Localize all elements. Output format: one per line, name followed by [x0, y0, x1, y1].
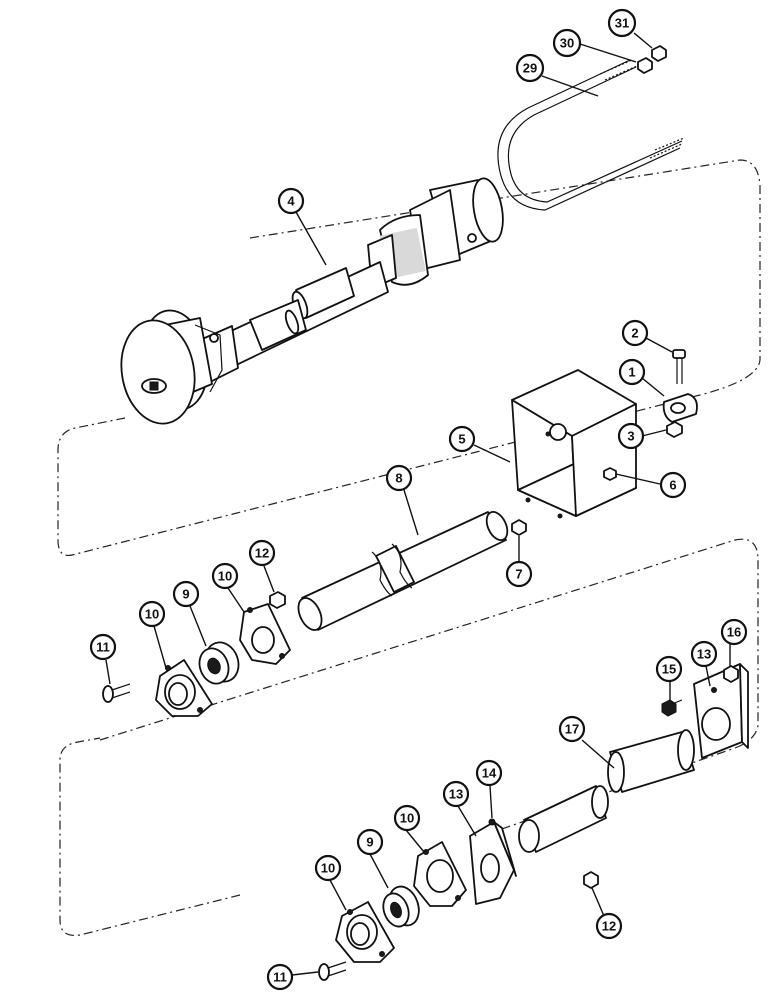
callout-3: 3: [617, 422, 645, 450]
svg-text:15: 15: [662, 662, 676, 677]
screw-15: [661, 699, 683, 717]
svg-text:16: 16: [727, 625, 741, 640]
callout-9-upper: 9: [172, 580, 200, 608]
callout-1: 1: [618, 358, 646, 386]
svg-text:2: 2: [631, 326, 638, 341]
callout-15: 15: [655, 655, 683, 683]
callout-10-lower-right: 10: [393, 804, 421, 832]
flange-10-upper-right: [239, 603, 291, 665]
callout-5: 5: [448, 425, 476, 453]
svg-text:7: 7: [515, 567, 522, 582]
callout-7: 7: [505, 560, 533, 588]
nut-16: [723, 665, 739, 683]
nut-12-upper: [269, 591, 286, 609]
callout-8: 8: [385, 464, 413, 492]
nut-31: [651, 45, 667, 62]
svg-text:9: 9: [366, 835, 373, 850]
callout-11-upper: 11: [89, 633, 117, 661]
svg-text:11: 11: [273, 970, 287, 985]
u-bolt: [497, 59, 685, 211]
callout-14: 14: [475, 759, 503, 787]
tube-17: [518, 729, 695, 853]
nut-30: [637, 57, 653, 74]
callout-10-upper-left: 10: [138, 600, 166, 628]
callout-4: 4: [277, 187, 305, 215]
callout-31: 31: [607, 8, 637, 38]
upper-group-outline: [57, 159, 761, 557]
callout-9-lower: 9: [356, 828, 384, 856]
bolt-2: [672, 349, 686, 384]
callout-2: 2: [621, 319, 649, 347]
callout-12-lower: 12: [595, 912, 623, 940]
callout-29: 29: [515, 53, 545, 83]
nut-6: [603, 467, 617, 481]
svg-text:29: 29: [523, 61, 537, 76]
svg-text:10: 10: [145, 607, 159, 622]
callout-12-upper: 12: [248, 539, 276, 567]
svg-text:12: 12: [602, 919, 616, 934]
leader-lines: [105, 32, 731, 976]
nut-12-lower: [583, 871, 599, 889]
svg-text:13: 13: [697, 647, 711, 662]
shield-bracket: [511, 369, 637, 519]
callout-11-lower: 11: [266, 963, 294, 991]
svg-text:9: 9: [182, 587, 189, 602]
nut-7: [511, 519, 527, 536]
svg-text:1: 1: [628, 365, 635, 380]
bracket-13-right: [693, 663, 749, 759]
bolt-11-lower: [318, 961, 347, 981]
clamp-1: [662, 393, 698, 423]
svg-text:11: 11: [96, 640, 110, 655]
callout-10-lower-left: 10: [314, 854, 342, 882]
callout-13-lower: 13: [442, 780, 470, 808]
bearing-9-lower: [382, 885, 420, 928]
bearing-9-upper: [198, 641, 240, 685]
svg-text:8: 8: [395, 471, 402, 486]
long-shaft: [297, 510, 509, 631]
svg-text:4: 4: [287, 194, 295, 209]
flange-10-lower-left: [335, 901, 395, 963]
svg-text:17: 17: [565, 722, 579, 737]
nut-3: [666, 421, 683, 438]
bracket-13-lower: [469, 821, 517, 905]
flange-10-upper-left: [155, 659, 213, 717]
callout-13-right: 13: [690, 640, 718, 668]
svg-text:3: 3: [627, 429, 634, 444]
svg-text:31: 31: [615, 16, 629, 31]
callout-6: 6: [659, 471, 687, 499]
svg-text:14: 14: [482, 766, 497, 781]
svg-text:10: 10: [218, 569, 232, 584]
screw-14: [488, 818, 496, 826]
svg-text:5: 5: [458, 432, 465, 447]
lower-group-outline: [59, 538, 759, 937]
svg-text:13: 13: [449, 787, 463, 802]
bolt-11-upper: [102, 683, 131, 703]
callout-10-upper-right: 10: [211, 562, 239, 590]
callout-17: 17: [558, 715, 586, 743]
svg-text:12: 12: [255, 546, 269, 561]
flange-10-lower-right: [413, 841, 467, 907]
svg-text:10: 10: [400, 811, 414, 826]
svg-text:10: 10: [321, 861, 335, 876]
svg-text:6: 6: [669, 478, 676, 493]
callout-30: 30: [552, 28, 582, 58]
drive-shaft-assembly: [120, 177, 504, 425]
callout-16: 16: [720, 618, 748, 646]
svg-text:30: 30: [560, 36, 574, 51]
